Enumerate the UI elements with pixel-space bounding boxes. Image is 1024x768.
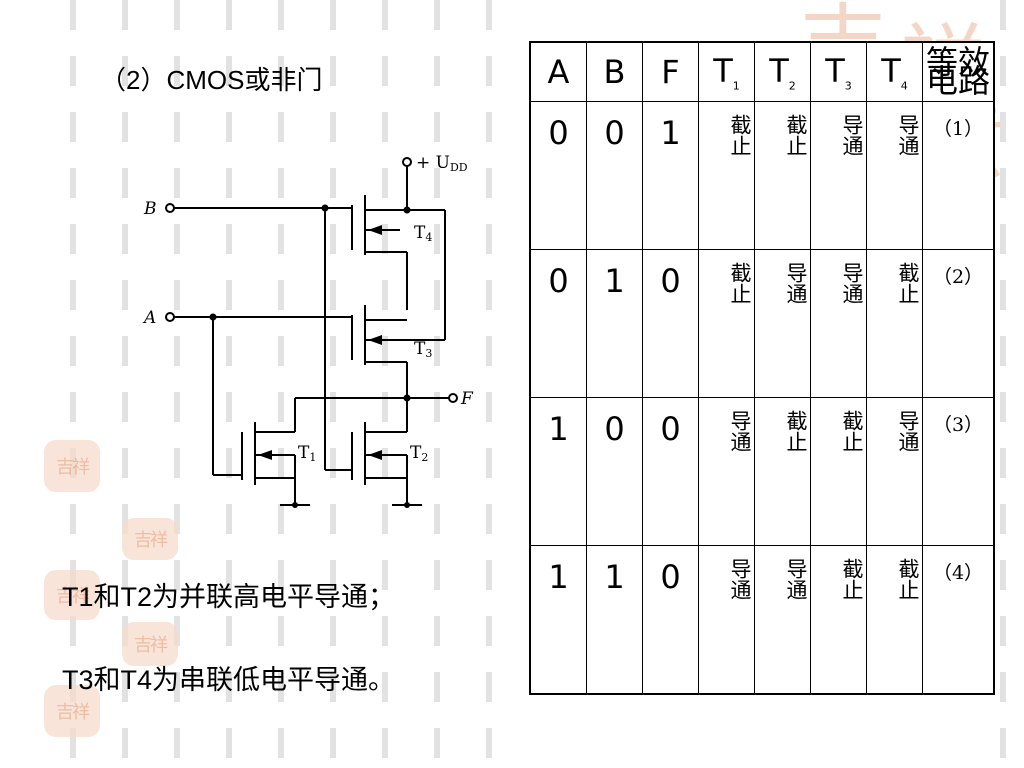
cell-f: 0 <box>642 545 699 695</box>
table-row: 1 0 0 导通 截止 截止 导通 （3） <box>529 397 995 546</box>
cell-eq: （3） <box>922 397 995 546</box>
cell-t1: 导通 <box>698 545 755 695</box>
cell-t3: 导通 <box>810 101 867 250</box>
truth-table: A B F T1 T2 T3 T4 等效电路 0 0 1 截止 截止 导通 导通… <box>529 41 995 695</box>
cell-t3: 截止 <box>810 545 867 695</box>
cell-t2: 导通 <box>754 249 811 398</box>
input-b-label: B <box>143 199 157 219</box>
header-b: B <box>586 41 643 102</box>
cell-t3: 截止 <box>810 397 867 546</box>
cell-f: 0 <box>642 397 699 546</box>
cmos-nor-circuit: + UDD B A F T4 T3 T1 T2 <box>142 153 474 508</box>
cell-b: 0 <box>586 101 643 250</box>
note-series: T3和T4为串联低电平导通。 <box>62 665 396 695</box>
cell-t4: 截止 <box>866 545 923 695</box>
header-t2: T2 <box>754 41 811 102</box>
vdd-label: + UDD <box>416 153 468 174</box>
header-a: A <box>529 41 587 102</box>
cell-t1: 导通 <box>698 397 755 546</box>
cell-f: 0 <box>642 249 699 398</box>
cell-t4: 导通 <box>866 101 923 250</box>
cell-t2: 截止 <box>754 101 811 250</box>
output-f-label: F <box>460 389 474 409</box>
header-t1: T1 <box>698 41 755 102</box>
t3-label: T3 <box>414 339 432 360</box>
table-row: 0 0 1 截止 截止 导通 导通 （1） <box>529 101 995 250</box>
note-parallel: T1和T2为并联高电平导通； <box>62 582 396 612</box>
cell-f: 1 <box>642 101 699 250</box>
table-row: 1 1 0 导通 导通 截止 截止 （4） <box>529 545 995 695</box>
t4-label: T4 <box>414 223 432 244</box>
cell-b: 0 <box>586 397 643 546</box>
cell-eq: （2） <box>922 249 995 398</box>
cell-t2: 截止 <box>754 397 811 546</box>
cell-a: 0 <box>529 249 587 398</box>
table-header-row: A B F T1 T2 T3 T4 等效电路 <box>529 41 995 102</box>
table-row: 0 1 0 截止 导通 导通 截止 （2） <box>529 249 995 398</box>
header-equivalent-circuit: 等效电路 <box>922 41 995 102</box>
cell-t3: 导通 <box>810 249 867 398</box>
seal-stamp: 吉祥 <box>44 570 100 620</box>
seal-stamp: 吉祥 <box>122 518 178 560</box>
seal-stamp: 吉祥 <box>44 440 100 492</box>
cell-t1: 截止 <box>698 249 755 398</box>
cell-eq: （4） <box>922 545 995 695</box>
t1-label: T1 <box>298 443 316 464</box>
cell-eq: （1） <box>922 101 995 250</box>
header-f: F <box>642 41 699 102</box>
cell-t1: 截止 <box>698 101 755 250</box>
cell-b: 1 <box>586 249 643 398</box>
header-t4: T4 <box>866 41 923 102</box>
cell-t2: 导通 <box>754 545 811 695</box>
cell-b: 1 <box>586 545 643 695</box>
cell-a: 1 <box>529 397 587 546</box>
t2-label: T2 <box>410 443 428 464</box>
seal-stamp: 吉祥 <box>44 685 100 737</box>
slide-title: （2）CMOS或非门 <box>100 65 323 95</box>
cell-t4: 截止 <box>866 249 923 398</box>
cell-a: 0 <box>529 101 587 250</box>
cell-t4: 导通 <box>866 397 923 546</box>
seal-stamp: 吉祥 <box>122 622 178 666</box>
header-t3: T3 <box>810 41 867 102</box>
input-a-label: A <box>142 308 156 328</box>
cell-a: 1 <box>529 545 587 695</box>
